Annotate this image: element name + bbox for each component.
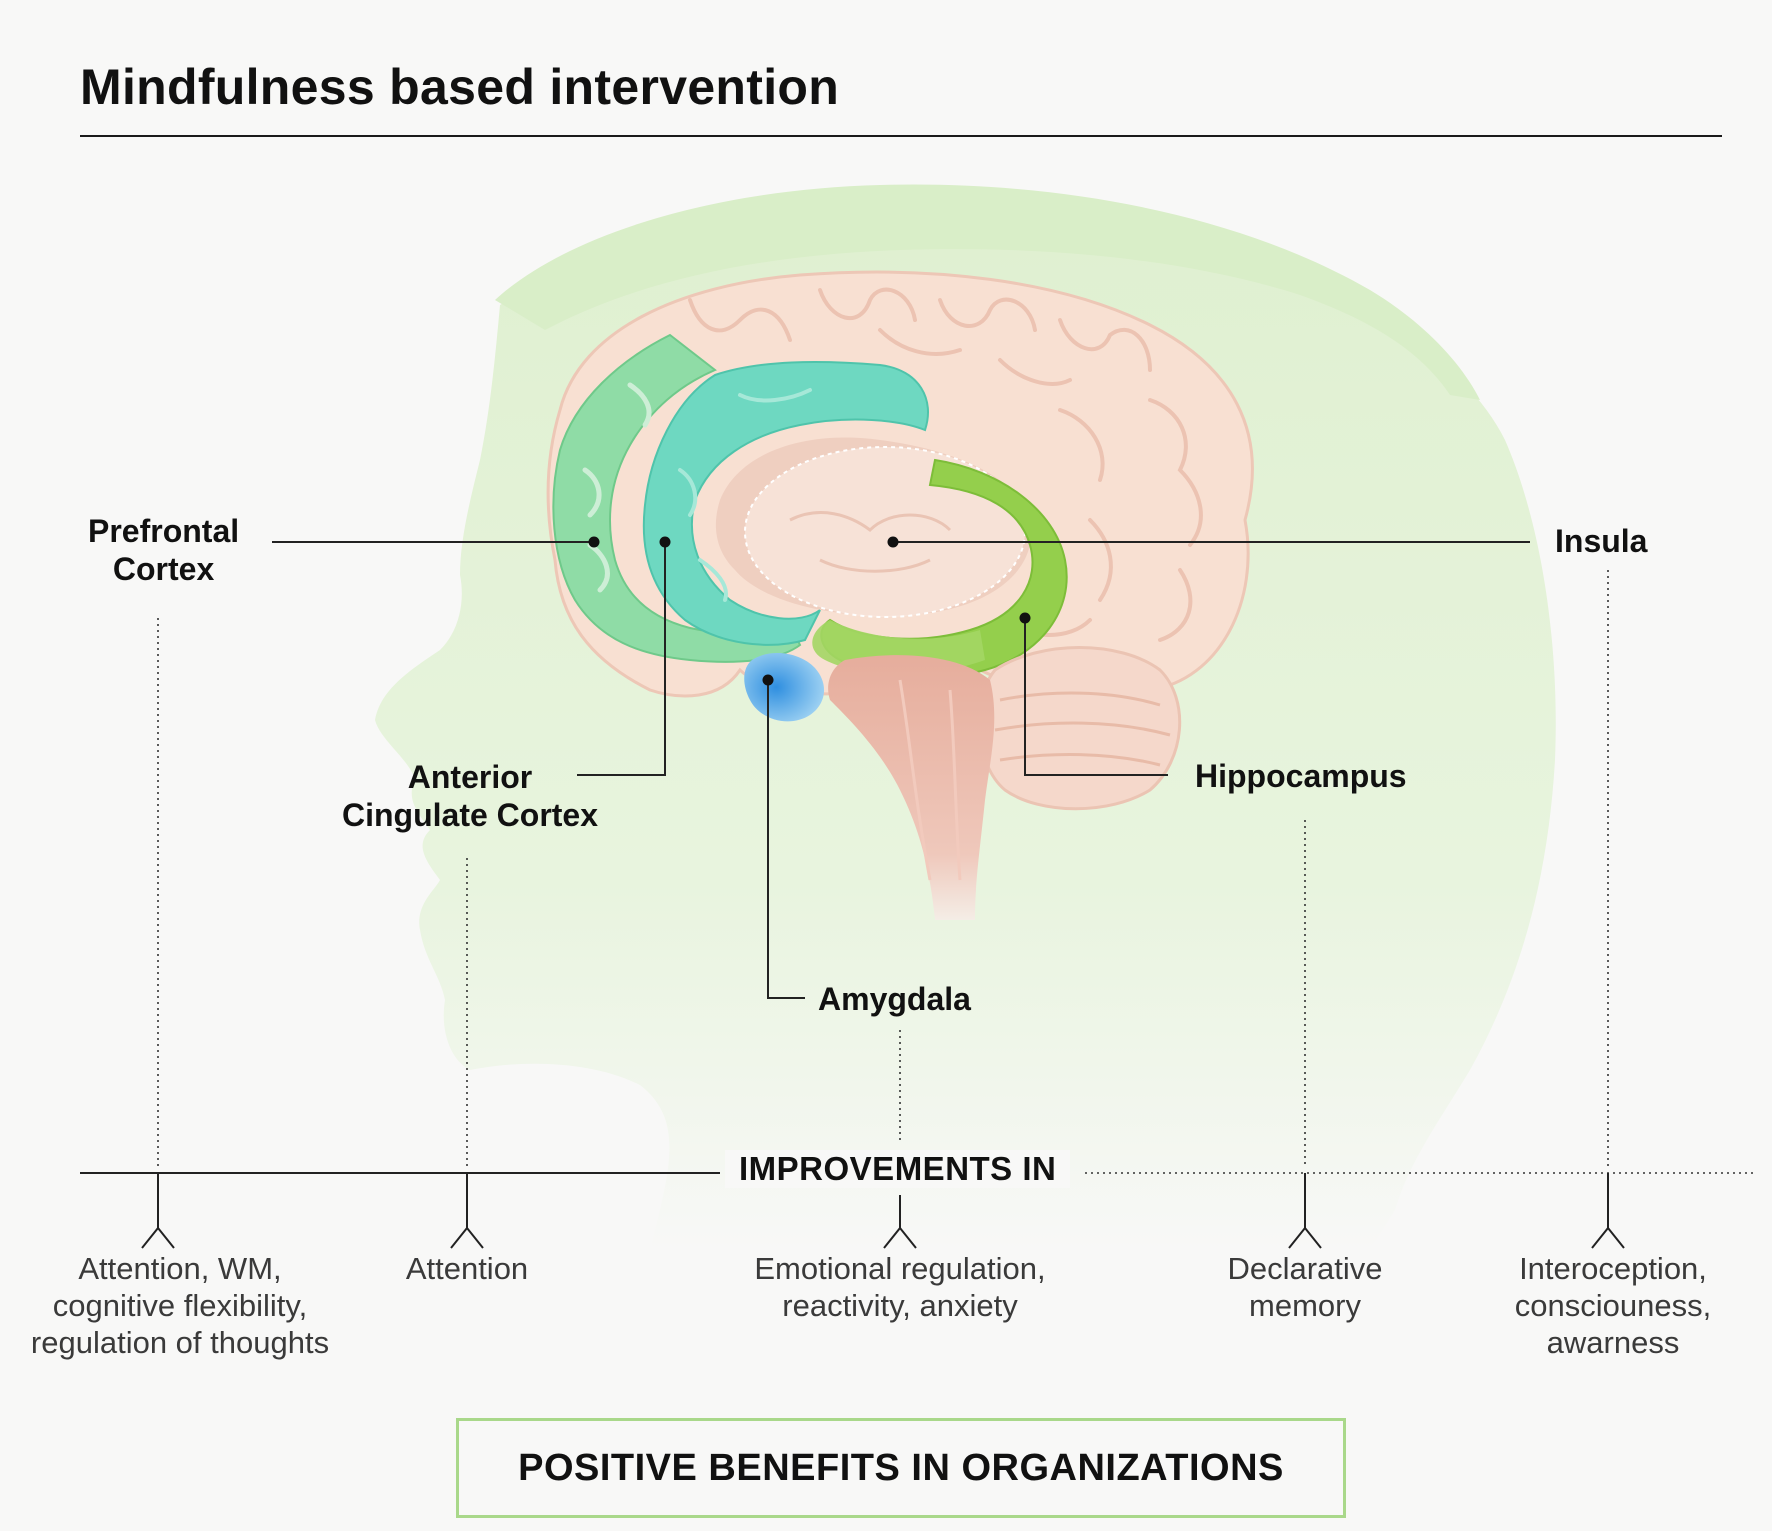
connector-dots — [588, 536, 1031, 686]
benefit-insula-line: consciouness, — [1514, 1288, 1712, 1323]
prefrontal-region — [552, 333, 802, 663]
page-title: Mindfulness based intervention — [80, 59, 840, 115]
branch-connectors — [141, 1173, 1625, 1249]
label-prefrontal-cortex: Prefrontal Cortex — [88, 512, 239, 588]
label-anterior-cingulate-cortex: Anterior Cingulate Cortex — [330, 758, 610, 834]
amygdala-region — [744, 653, 825, 722]
drop-lines — [157, 570, 1609, 1168]
benefit-hippocampus-line: Declarative — [1227, 1251, 1383, 1286]
benefit-prefrontal: Attention, WM, cognitive flexibility, re… — [4, 1250, 356, 1361]
benefit-amygdala-line: reactivity, anxiety — [782, 1288, 1018, 1323]
label-prefrontal-line2: Cortex — [112, 551, 215, 587]
brain-folds — [688, 287, 1203, 642]
connector-lines — [272, 541, 1530, 999]
outcome-box: POSITIVE BENEFITS IN ORGANIZATIONS — [456, 1418, 1346, 1518]
benefit-acc-line: Attention — [405, 1251, 529, 1286]
label-acc-line2: Cingulate Cortex — [341, 797, 599, 833]
label-hippocampus: Hippocampus — [1195, 758, 1407, 794]
benefit-amygdala-line: Emotional regulation, — [754, 1251, 1046, 1286]
benefit-insula-line: awarness — [1546, 1325, 1680, 1360]
benefit-insula: Interoception, consciouness, awarness — [1478, 1250, 1748, 1361]
benefit-prefrontal-line: cognitive flexibility, — [52, 1288, 308, 1323]
improvements-heading: IMPROVEMENTS IN — [725, 1150, 1071, 1188]
benefit-acc: Attention — [367, 1250, 567, 1287]
benefit-amygdala: Emotional regulation, reactivity, anxiet… — [715, 1250, 1085, 1324]
benefit-prefrontal-line: regulation of thoughts — [30, 1325, 330, 1360]
hair — [495, 184, 1480, 400]
label-amygdala: Amygdala — [818, 981, 971, 1017]
benefit-hippocampus-line: memory — [1249, 1288, 1361, 1323]
label-insula: Insula — [1555, 523, 1648, 559]
benefit-hippocampus: Declarative memory — [1190, 1250, 1420, 1324]
label-acc-line1: Anterior — [407, 759, 533, 795]
outcome-text: POSITIVE BENEFITS IN ORGANIZATIONS — [518, 1446, 1284, 1489]
benefit-prefrontal-line: Attention, WM, — [78, 1251, 282, 1286]
label-prefrontal-line1: Prefrontal — [88, 513, 240, 549]
benefit-insula-line: Interoception, — [1519, 1251, 1707, 1286]
title-divider — [80, 135, 1722, 137]
